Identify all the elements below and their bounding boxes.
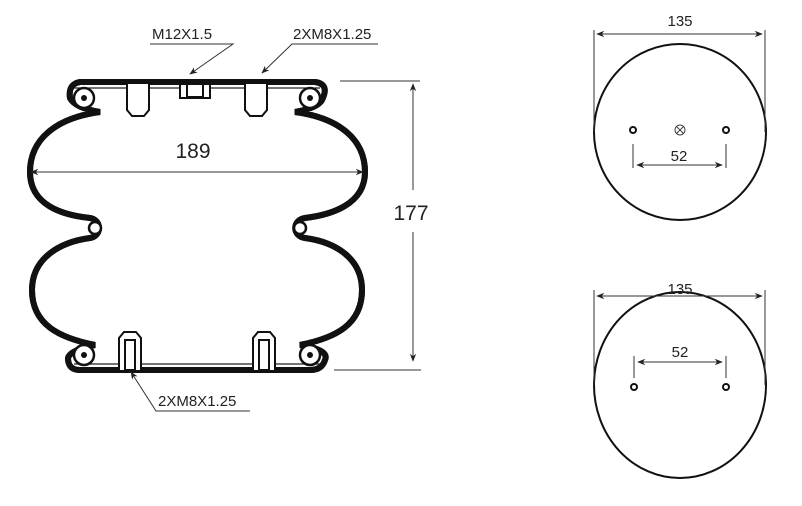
top-plate-view: 135 52 — [593, 13, 767, 221]
leader-bottom-studs — [130, 371, 250, 412]
height-dimension-text: 177 — [393, 202, 428, 225]
bottom-plate-view: 135 52 — [593, 281, 767, 479]
label-bottom-studs: 2XM8X1.25 — [158, 393, 236, 410]
bottom-diameter-text: 135 — [667, 281, 692, 298]
leader-top-studs — [261, 43, 378, 74]
stud-hole — [722, 383, 730, 391]
bellows-side-view — [26, 79, 369, 373]
air-port-icon — [674, 124, 686, 136]
top-spacing-text: 52 — [671, 148, 688, 165]
label-m12-port: M12X1.5 — [152, 26, 212, 43]
bottom-spacing-text: 52 — [672, 344, 689, 361]
top-diameter-text: 135 — [667, 13, 692, 30]
diameter-dimension-text: 189 — [175, 140, 210, 163]
bellows-outline — [26, 79, 369, 373]
bead-rings — [72, 86, 322, 367]
stud-hole — [630, 383, 638, 391]
stud-hole — [629, 126, 637, 134]
label-top-studs: 2XM8X1.25 — [293, 26, 371, 43]
studs — [118, 83, 276, 371]
leader-m12-port — [150, 43, 235, 75]
stud-hole — [722, 126, 730, 134]
